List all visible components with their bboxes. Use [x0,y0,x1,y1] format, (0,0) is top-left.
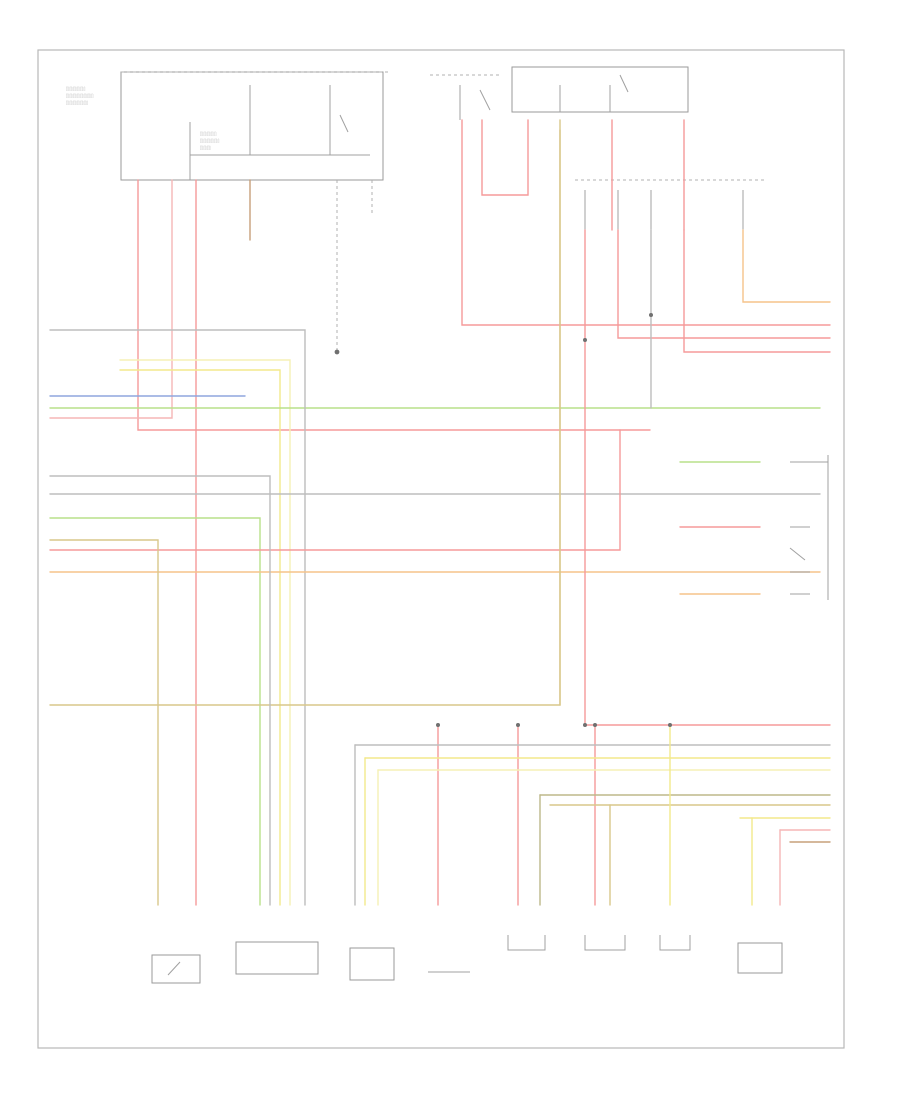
component-bottom-8 [737,942,783,974]
component-bottom-5 [507,935,546,951]
component-bottom-2 [235,941,319,975]
diagram-frame [37,49,845,1049]
component-bottom-7 [659,935,691,951]
svg-text:░░░░░░: ░░░░░░ [200,131,217,136]
bottom-harness [354,724,831,906]
wires-top-left [49,129,821,906]
ground-line-center [334,180,373,355]
svg-text:░░░░░░░░: ░░░░░░░░ [66,100,88,105]
relay-box-right [430,66,689,120]
svg-text:░░░░░░░: ░░░░░░░ [66,86,86,91]
component-bottom-6 [584,935,626,951]
splice-nodes [436,313,672,727]
svg-text:░░░░░░░: ░░░░░░░ [200,138,220,143]
wires-top-right [461,119,831,906]
fuse-block-right [575,179,765,230]
svg-text:░░░░: ░░░░ [200,145,211,150]
component-bottom-1 [151,954,201,984]
fuse-relay-box-left: ░░░░░░░ ░░░░░░░░░░ ░░░░░░░░ ░░░░░░ ░░░░░… [66,71,390,181]
svg-text:░░░░░░░░░░: ░░░░░░░░░░ [66,93,94,98]
switch-cluster-right [679,455,829,600]
component-bottom-3 [349,947,395,981]
